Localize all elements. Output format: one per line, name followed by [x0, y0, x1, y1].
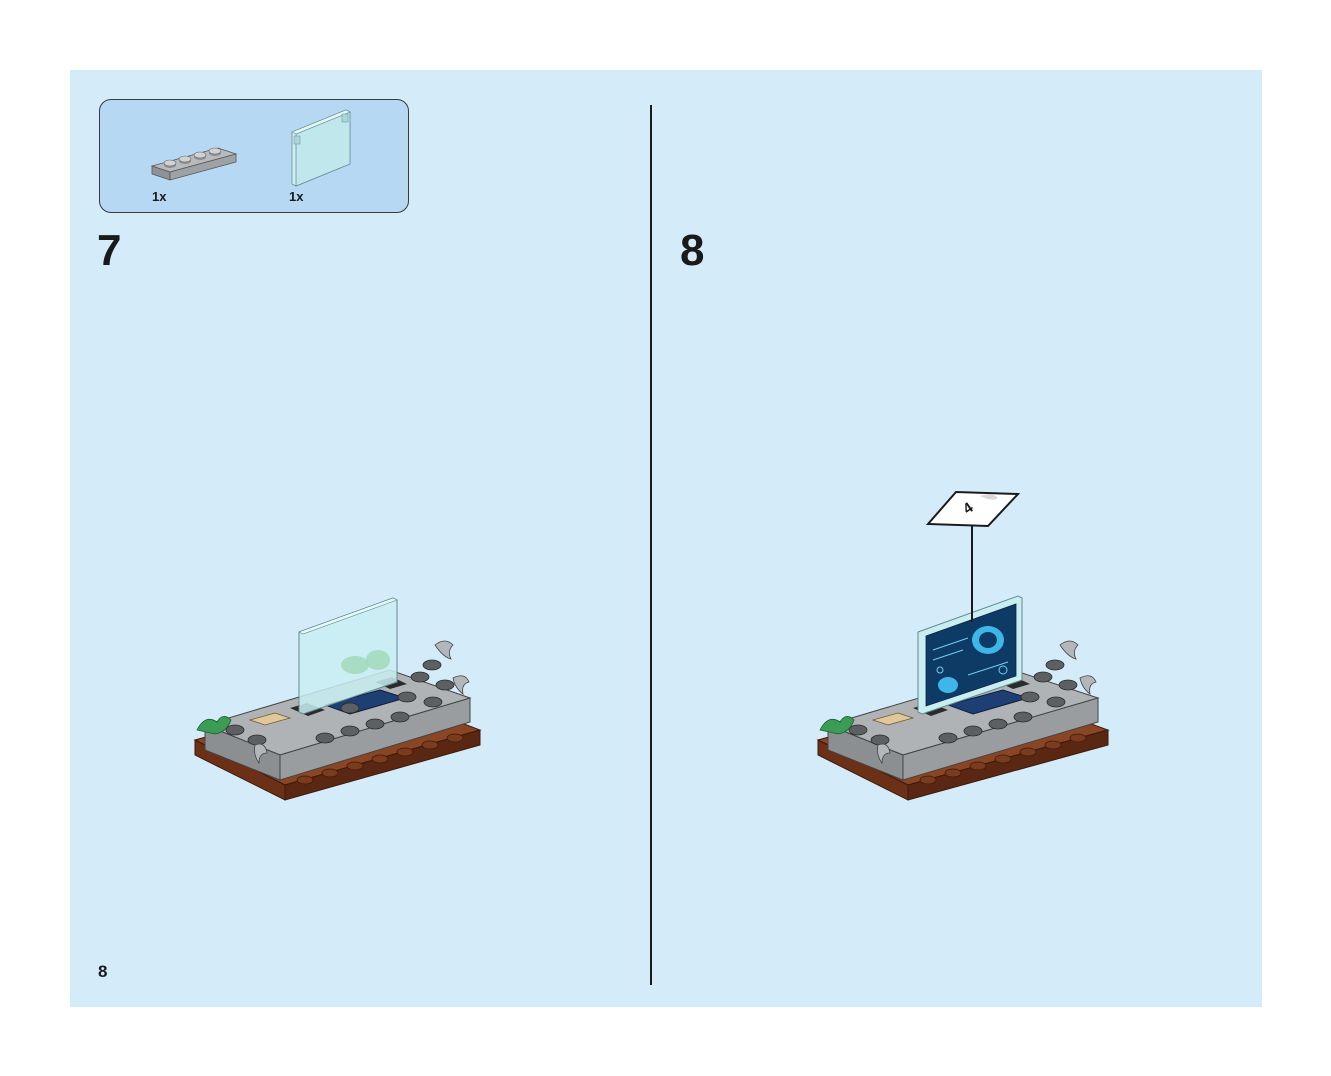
trans-clear-panel-icon	[291, 109, 351, 187]
step-number: 8	[680, 226, 705, 275]
part-quantity: 1x	[289, 189, 304, 204]
page-number: 8	[98, 962, 108, 981]
step-8-model-illustration	[816, 595, 1110, 801]
step-7-model-illustration	[193, 597, 482, 801]
step-number: 7	[97, 226, 122, 275]
grey-1x4-plate-icon	[150, 147, 238, 181]
page-divider	[650, 105, 652, 985]
instruction-page	[70, 70, 1262, 1007]
part-quantity: 1x	[152, 189, 167, 204]
sticker-callout	[925, 490, 1021, 622]
parts-list-box	[99, 99, 409, 213]
